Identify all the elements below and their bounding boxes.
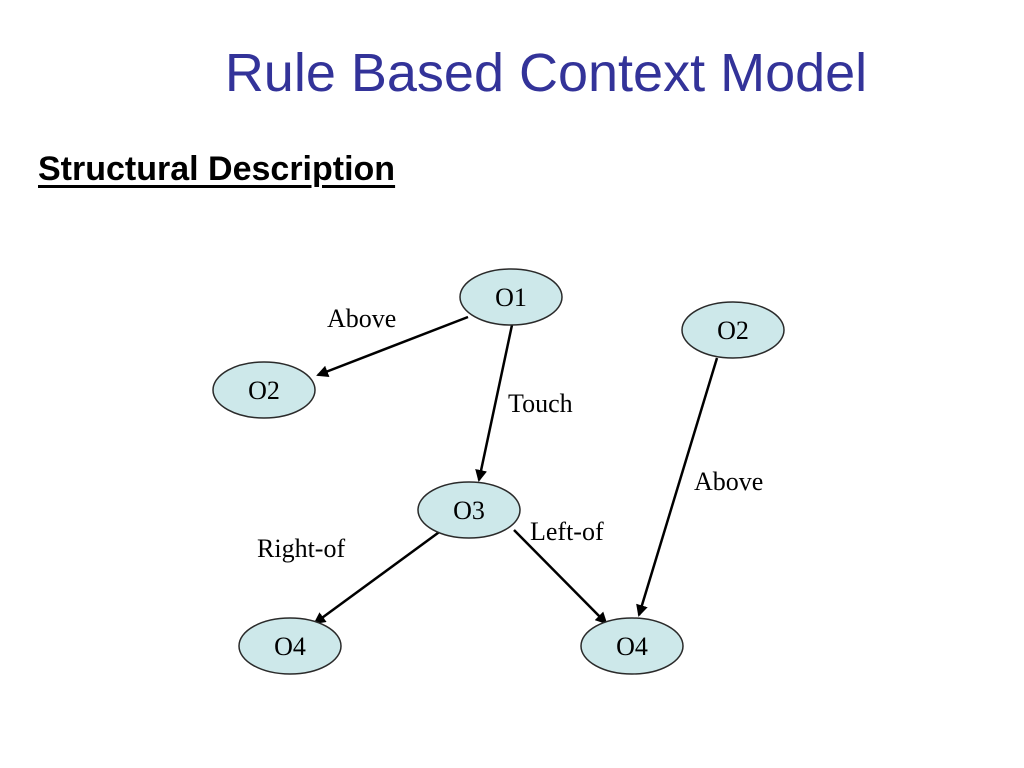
node-o2-left-ellipse: [212, 361, 316, 419]
edge-o2-o4: Above: [636, 357, 763, 617]
edge-o1-o3-line: [475, 324, 514, 482]
edge-label-o1-o3: Touch: [508, 389, 573, 418]
edge-label-o1-o2: Above: [327, 304, 396, 333]
node-o4-right-label: O4: [616, 632, 648, 661]
slide-title: Rule Based Context Model: [224, 43, 868, 103]
edge-o1-o2: Above: [316, 304, 469, 377]
node-o2-right-ellipse: [681, 301, 785, 359]
node-o1-ellipse: [459, 268, 563, 326]
edge-o3-o4-right-line: [513, 529, 608, 625]
node-o3-ellipse: [417, 481, 521, 539]
node-o2-right-label: O2: [717, 316, 749, 345]
edge-label-o3-o4-right: Left-of: [530, 517, 604, 546]
node-o2-right: O2: [681, 301, 785, 359]
node-o1-label: O1: [495, 283, 527, 312]
edge-o1-o2-line: [316, 315, 469, 377]
node-o4-right-ellipse: [580, 617, 684, 675]
edge-o1-o3: Touch: [475, 324, 573, 482]
node-o2-left: O2: [212, 361, 316, 419]
node-o4-left: O4: [238, 617, 342, 675]
node-o1: O1: [459, 268, 563, 326]
edge-o2-o4-line: [636, 357, 719, 617]
node-o4-left-label: O4: [274, 632, 306, 661]
node-o3: O3: [417, 481, 521, 539]
node-o3-label: O3: [453, 496, 485, 525]
edge-o3-o4-left-line: [313, 528, 443, 625]
edge-label-o3-o4-left: Right-of: [257, 534, 345, 563]
edge-o3-o4-right: Left-of: [513, 517, 608, 625]
node-o4-right: O4: [580, 617, 684, 675]
node-o4-left-ellipse: [238, 617, 342, 675]
slide-subtitle: Structural Description: [38, 150, 396, 188]
node-o2-left-label: O2: [248, 376, 280, 405]
edge-o3-o4-left: Right-of: [257, 528, 443, 625]
edge-label-o2-o4: Above: [694, 467, 763, 496]
